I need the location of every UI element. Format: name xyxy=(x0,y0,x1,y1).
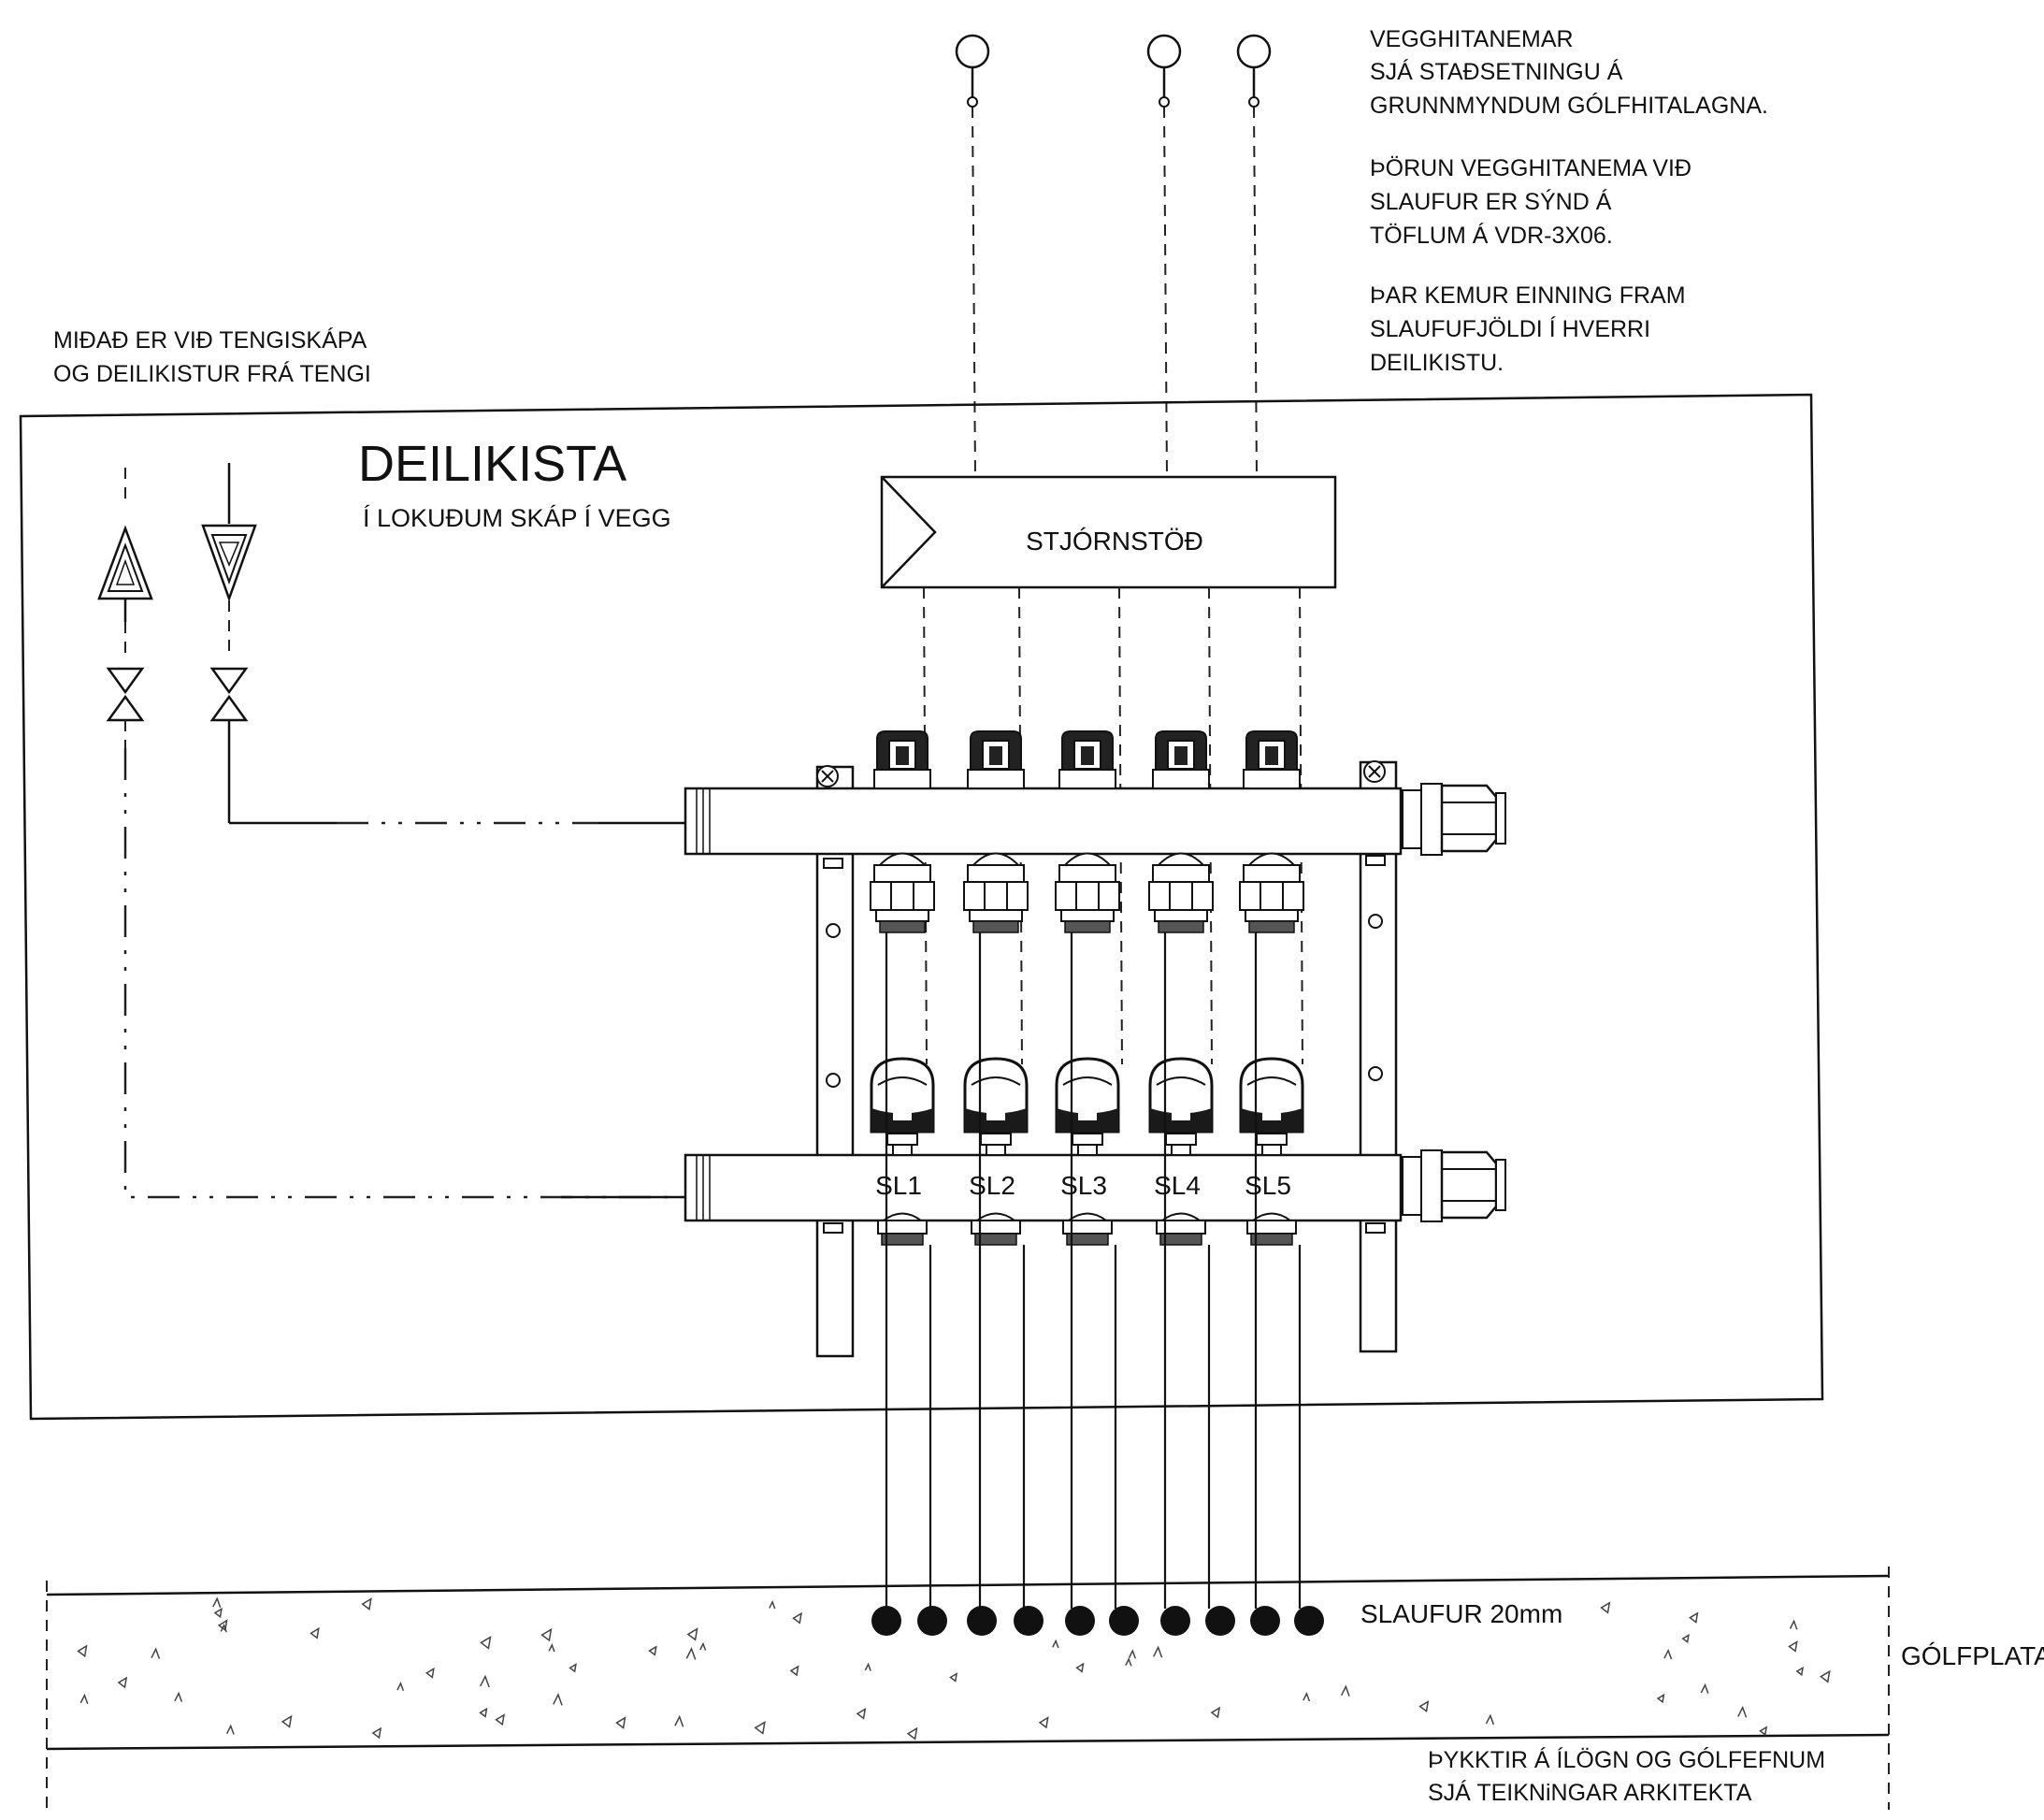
thickness-note-line-2: SJÁ TEIKNiNGAR ARKITEKTA xyxy=(1428,1779,1752,1806)
pipe-section-1 xyxy=(871,1606,901,1636)
loop-label-3: SL3 xyxy=(1060,1171,1107,1200)
supply-fitting-icon xyxy=(1148,852,1214,933)
return-manifold-bar xyxy=(684,1149,1506,1222)
pipe-section-7 xyxy=(1160,1606,1190,1636)
cabinet-note-line-1: MIÐAÐ ER VIÐ TENGISKÁPA xyxy=(53,326,367,354)
pipe-section-8 xyxy=(1205,1606,1235,1636)
air-vent-icon xyxy=(1152,730,1210,789)
return-fitting-icon xyxy=(1062,1212,1113,1246)
supply-fitting-icon xyxy=(963,852,1029,933)
loop-label-5: SL5 xyxy=(1245,1171,1291,1200)
loop-label-2: SL2 xyxy=(969,1171,1015,1200)
sensor-note-line-3: GRUNNMYNDUM GÓLFHITALAGNA. xyxy=(1370,92,1768,119)
pipe-section-10 xyxy=(1294,1606,1324,1636)
loop-2: SL2 xyxy=(963,730,1029,1609)
loop-label-1: SL1 xyxy=(875,1171,922,1200)
concrete-hatch xyxy=(77,1596,1831,1741)
actuator-icon xyxy=(1148,1057,1214,1156)
temperature-sensor-icon xyxy=(955,34,990,69)
pipe-section-4 xyxy=(1014,1606,1044,1636)
loop-label-4: SL4 xyxy=(1154,1171,1201,1200)
heating-loops: SL1 SL2 SL3 SL4 SL5 xyxy=(870,730,1304,1609)
manifold-title: DEILIKISTA xyxy=(358,436,626,492)
return-arrow-icon xyxy=(201,524,257,602)
supply-fitting-icon xyxy=(1055,852,1120,933)
sensor-note: VEGGHITANEMAR SJÁ STAÐSETNINGU Á GRUNNMY… xyxy=(1370,26,1768,119)
return-fitting-icon xyxy=(971,1212,1021,1246)
wall-sensors xyxy=(955,34,1272,478)
wiring-note-line-1: ÞÖRUN VEGGHITANEMA VIÐ xyxy=(1370,155,1691,181)
pipe-section-2 xyxy=(917,1606,947,1636)
supply-manifold-bar xyxy=(684,783,1506,856)
actuator-icon xyxy=(963,1057,1029,1156)
wall-sensor-3 xyxy=(1236,34,1272,478)
loop-4: SL4 xyxy=(1148,730,1214,1609)
loops-note-line-3: DEILIKISTU. xyxy=(1370,350,1504,376)
loop-3: SL3 xyxy=(1055,730,1120,1609)
pipe-section-6 xyxy=(1109,1606,1139,1636)
supply-fitting-icon xyxy=(1239,852,1304,933)
air-vent-icon xyxy=(1243,730,1301,789)
pipe-section-3 xyxy=(967,1606,997,1636)
wiring-note-line-2: SLAUFUR ER SÝND Á xyxy=(1370,188,1612,215)
thickness-note: ÞYKKTIR Á ÍLÖGN OG GÓLFEFNUM SJÁ TEIKNiN… xyxy=(1428,1746,1825,1806)
supply-fitting-icon xyxy=(870,852,935,933)
cabinet-frame xyxy=(19,393,1824,1421)
manifold-subtitle: Í LOKUÐUM SKÁP Í VEGG xyxy=(363,504,671,532)
slab-label: GÓLFPLATA xyxy=(1901,1641,2044,1670)
pipe-section-5 xyxy=(1065,1606,1095,1636)
loops-note: ÞAR KEMUR EINNING FRAM SLAUFUFJÖLDI Í HV… xyxy=(1370,282,1686,376)
loops-note-line-2: SLAUFUFJÖLDI Í HVERRI xyxy=(1370,315,1650,342)
sensor-note-line-2: SJÁ STAÐSETNINGU Á xyxy=(1370,58,1623,85)
loops-note-line-1: ÞAR KEMUR EINNING FRAM xyxy=(1370,282,1686,309)
controller-box: STJÓRNSTÖÐ xyxy=(880,475,1337,589)
wall-sensor-1 xyxy=(955,34,990,478)
wiring-note: ÞÖRUN VEGGHITANEMA VIÐ SLAUFUR ER SÝND Á… xyxy=(1370,155,1691,249)
loop-5: SL5 xyxy=(1239,730,1304,1609)
wiring-note-line-3: TÖFLUM Á VDR-3X06. xyxy=(1370,222,1613,249)
supply-valve-icon xyxy=(106,667,145,722)
supply-arrow-icon xyxy=(97,525,153,600)
pipe-section-9 xyxy=(1250,1606,1280,1636)
return-fitting-icon xyxy=(1156,1212,1206,1246)
manifold-brackets xyxy=(815,760,1398,1358)
sensor-note-line-1: VEGGHITANEMAR xyxy=(1370,26,1574,52)
floor-slab: SLAUFUR 20mm GÓLFPLATA xyxy=(46,1567,2044,1810)
temperature-sensor-icon xyxy=(1146,34,1182,69)
return-fitting-icon xyxy=(877,1212,928,1246)
air-vent-icon xyxy=(1058,730,1116,789)
return-valve-icon xyxy=(209,667,249,722)
air-vent-icon xyxy=(873,730,931,789)
pipe-sections xyxy=(871,1606,1324,1636)
loop-1: SL1 xyxy=(870,730,935,1609)
controller-label: STJÓRNSTÖÐ xyxy=(1026,527,1203,556)
cabinet-note-line-2: OG DEILIKISTUR FRÁ TENGI xyxy=(53,360,371,387)
thickness-note-line-1: ÞYKKTIR Á ÍLÖGN OG GÓLFEFNUM xyxy=(1428,1746,1825,1773)
temperature-sensor-icon xyxy=(1236,34,1272,69)
air-vent-icon xyxy=(967,730,1025,789)
supply-return-lines xyxy=(97,463,692,1199)
actuator-icon xyxy=(1055,1057,1120,1156)
actuator-icon xyxy=(870,1057,935,1156)
return-fitting-icon xyxy=(1246,1212,1297,1246)
actuator-icon xyxy=(1239,1057,1304,1156)
cabinet-note: MIÐAÐ ER VIÐ TENGISKÁPA OG DEILIKISTUR F… xyxy=(53,326,371,387)
pipe-label: SLAUFUR 20mm xyxy=(1360,1599,1562,1628)
wall-sensor-2 xyxy=(1146,34,1182,478)
